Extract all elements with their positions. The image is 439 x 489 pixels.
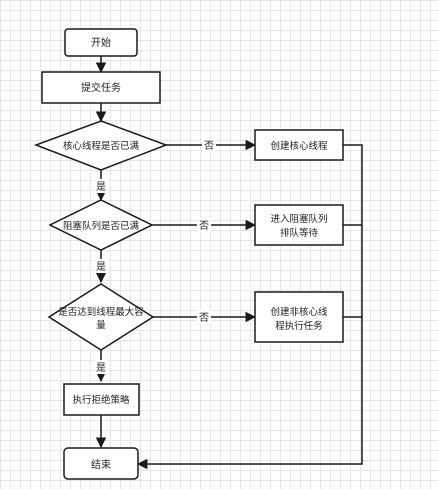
decision-max-capacity-line2: 量 — [96, 320, 106, 331]
node-create-core-thread: 创建核心线程 — [254, 129, 344, 161]
node-submit-task: 提交任务 — [41, 71, 161, 104]
decision-max-capacity: 是否达到线程最大容 量 — [47, 283, 155, 351]
decision-core-full: 核心线程是否已满 — [33, 120, 169, 171]
node-enqueue-wait-line2: 排队等待 — [280, 227, 319, 239]
node-start: 开始 — [64, 28, 138, 57]
node-create-core-thread-label: 创建核心线程 — [270, 140, 328, 152]
node-enqueue-wait: 进入阻塞队列 排队等待 — [254, 204, 344, 246]
node-end-label: 结束 — [91, 458, 111, 471]
decision-queue-full-label: 阻塞队列是否已满 — [63, 220, 140, 232]
label-yes-max: 是 — [96, 362, 106, 374]
label-yes-core: 是 — [96, 181, 106, 193]
label-yes-queue: 是 — [96, 261, 106, 273]
edge-labels: 否 是 否 是 否 是 — [94, 138, 216, 374]
node-create-noncore-line1: 创建非核心线 — [270, 306, 328, 318]
node-start-label: 开始 — [91, 36, 111, 49]
node-submit-task-label: 提交任务 — [81, 81, 121, 94]
connectors — [95, 56, 363, 470]
decision-core-full-label: 核心线程是否已满 — [63, 140, 140, 152]
node-create-noncore-thread: 创建非核心线 程执行任务 — [254, 291, 344, 343]
node-end: 结束 — [63, 447, 139, 480]
node-create-noncore-line2: 程执行任务 — [275, 320, 323, 332]
decision-queue-full: 阻塞队列是否已满 — [48, 199, 154, 251]
label-no-max: 否 — [199, 312, 209, 324]
node-reject-policy: 执行拒绝策略 — [63, 383, 140, 416]
decision-max-capacity-line1: 是否达到线程最大容 — [58, 306, 144, 318]
label-no-core: 否 — [204, 140, 214, 152]
node-reject-policy-label: 执行拒绝策略 — [72, 394, 130, 406]
label-no-queue: 否 — [199, 220, 209, 232]
edge-right-return — [136, 144, 363, 470]
node-enqueue-wait-line1: 进入阻塞队列 — [270, 213, 327, 225]
